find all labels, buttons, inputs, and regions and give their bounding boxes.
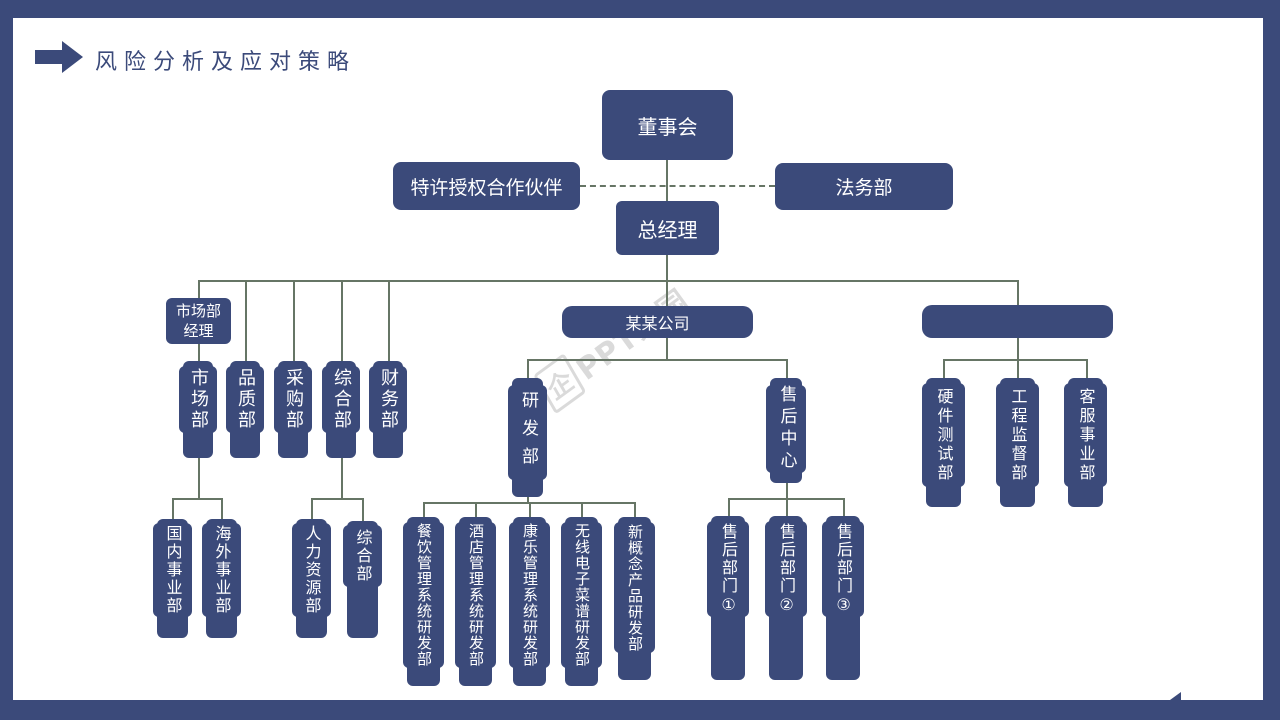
watermark: 企 PPT家园 [531,276,696,415]
org-node-aftersales-2: 售后部门② [765,516,807,680]
connector-stub [311,498,313,520]
org-node-dept-quality: 品质部 [226,361,264,458]
connector-stub [581,502,583,518]
org-node-overseas-division: 海外事业部 [202,519,241,638]
connector-mktmgr-dept [198,344,200,362]
org-node-aftersales-1: 售后部门① [707,516,749,680]
frame-border-bottom [0,700,1280,720]
connector-stub [388,280,390,362]
connector-stub [362,498,364,522]
connector-general-rail [311,498,364,500]
org-node-company: 某某公司 [562,306,753,338]
org-node-aftersales-3: 售后部门③ [822,516,864,680]
connector-stub [1017,280,1019,306]
connector-stub [341,280,343,362]
connector-stub [221,498,223,520]
org-node-general-manager: 总经理 [616,201,719,255]
connector-stub [634,502,636,518]
org-node-dept-marketing: 市场部 [179,361,217,458]
connector-stub [527,359,529,379]
connector-company-down [666,338,668,361]
connector-stub [666,280,668,307]
org-node-dept-purchasing: 采购部 [274,361,312,458]
connector-aftersales-down [786,482,788,500]
connector-stub [529,502,531,518]
org-node-rnd: 研发部 [508,378,547,497]
connector-stub [1086,359,1088,379]
org-node-rnd-wireless-menu: 无线电子菜谱研发部 [561,517,602,686]
connector-right-rail [943,359,1088,361]
connector-stub [245,280,247,362]
slide-title: 风险分析及应对策略 [95,50,357,75]
connector-stub [943,359,945,379]
org-node-dept-finance: 财务部 [369,361,407,458]
connector-gm-downline [666,255,668,281]
org-node-franchise-partner: 特许授权合作伙伴 [393,162,580,210]
connector-stub [293,280,295,362]
connector-stub [786,498,788,517]
connector-stub [728,498,730,517]
org-node-dept-general: 综合部 [322,361,360,458]
connector-stub [198,280,200,299]
connector-stub [1017,359,1019,379]
connector-stub [423,502,425,518]
org-node-legal: 法务部 [775,163,953,210]
connector-mkt-down [198,458,200,500]
org-node-general-sub: 综合部 [343,521,382,638]
connector-dashed-partner-legal [580,185,775,187]
connector-mkt-rail [172,498,223,500]
frame-border-top [0,0,1280,18]
org-node-board: 董事会 [602,90,733,160]
connector-stub [786,359,788,380]
connector-company-rail [527,359,788,361]
connector-stub [843,498,845,517]
org-node-right-branch-bar [922,305,1113,338]
org-node-rnd-new-concept: 新概念产品研发部 [614,517,655,680]
page-number-notch [1170,692,1181,700]
org-node-rnd-recreation: 康乐管理系统研发部 [509,517,550,686]
org-node-marketing-manager: 市场部 经理 [166,298,231,344]
connector-general-down [341,458,343,500]
org-node-aftersales-center: 售后中心 [766,378,806,483]
connector-stub [475,502,477,518]
connector-rightbar-down [1017,338,1019,361]
connector-stub [172,498,174,520]
title-arrow-icon [35,41,83,73]
connector-main-rail [198,280,1018,282]
org-node-hr: 人力资源部 [292,519,331,638]
connector-rnd-down [527,497,529,504]
org-node-customer-service: 客服事业部 [1064,378,1107,507]
org-node-engineering-supervision: 工程监督部 [996,378,1039,507]
frame-border-left [0,0,13,720]
connector-board-gm [666,160,668,201]
frame-border-right [1263,0,1280,720]
org-node-rnd-hotel: 酒店管理系统研发部 [455,517,496,686]
org-node-rnd-catering: 餐饮管理系统研发部 [403,517,444,686]
org-node-hardware-testing: 硬件测试部 [922,378,965,507]
org-node-domestic-division: 国内事业部 [153,519,192,638]
